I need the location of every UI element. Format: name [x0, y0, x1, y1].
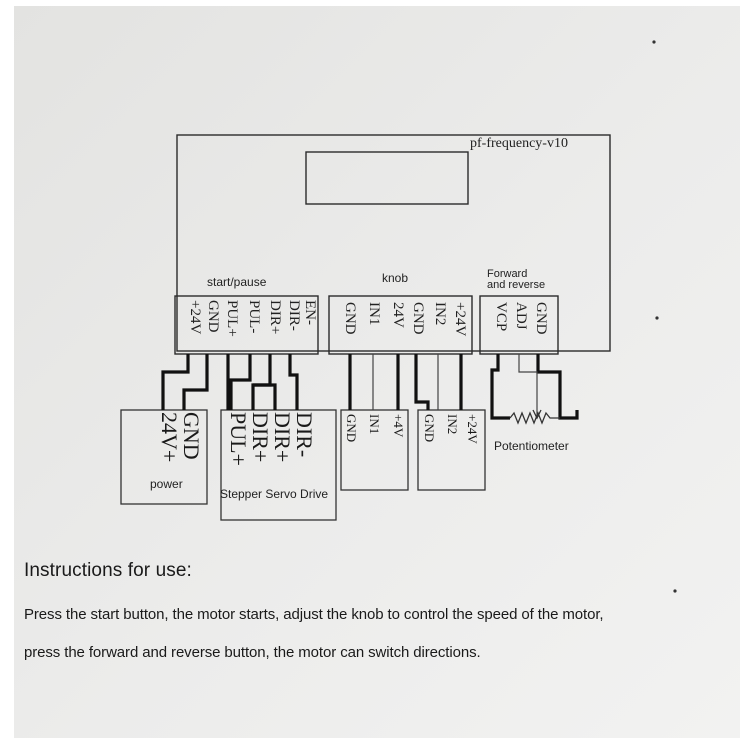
pin-label: DIR-: [286, 300, 302, 331]
wire-knob-gnd2: [414, 354, 430, 410]
potentiometer-wiper: [532, 409, 542, 420]
terminal-label: PUL+: [226, 412, 251, 466]
terminal-label: +4V: [391, 414, 406, 438]
instructions-body: Press the start button, the motor starts…: [24, 596, 744, 672]
terminal-label: DIR+: [248, 412, 273, 462]
header-knob: knob: [382, 271, 408, 285]
knob-pins: GND IN1 24V GND IN2 +24V: [342, 302, 468, 336]
instructions-block: Instructions for use: Press the start bu…: [24, 560, 744, 672]
pin-label: +24V: [452, 302, 468, 336]
wires: [161, 354, 579, 420]
pin-label: GND: [533, 302, 549, 335]
board-title: pf-frequency-v10: [470, 136, 568, 151]
wire-fr-vcp: [490, 354, 510, 420]
display-window: [305, 151, 469, 205]
wire-dir-minus: [288, 354, 299, 410]
wire-pul-minus: [229, 354, 252, 410]
terminal-label: GND: [344, 414, 359, 442]
driver-module: [220, 409, 337, 521]
header-start-pause: start/pause: [207, 275, 267, 289]
driver-label: Stepper Servo Drive: [220, 487, 328, 501]
wire-dir-plus-2: [253, 383, 277, 410]
pin-label: GND: [410, 302, 426, 335]
knob-connector: [328, 295, 473, 355]
pin-label: IN1: [366, 302, 382, 325]
potentiometer-label: Potentiometer: [494, 439, 569, 453]
paper-speck: [673, 589, 677, 593]
terminal-label: DIR+: [270, 412, 295, 462]
instructions-line-2: press the forward and reverse button, th…: [24, 644, 481, 661]
pin-label: ADJ: [513, 302, 529, 330]
start-pause-pins: +24V GND PUL+ PUL- DIR+ DIR- EN-: [187, 300, 318, 337]
paper-sheet: [14, 6, 740, 738]
terminal-label: IN1: [367, 414, 382, 434]
power-label: power: [150, 477, 183, 491]
pin-label: GND: [205, 300, 221, 333]
external-modules: [120, 409, 486, 521]
terminal-label: GND: [422, 414, 437, 442]
board-outline: [176, 134, 611, 352]
pin-label: 24V: [390, 302, 406, 328]
header-forward-reverse-2: and reverse: [487, 279, 545, 291]
pin-label: DIR+: [267, 300, 283, 334]
switch1-terminals: GND IN1 +4V: [344, 414, 406, 442]
pin-label: PUL-: [246, 300, 262, 333]
power-terminals: GND 24V+: [157, 412, 204, 462]
potentiometer-resistor: [509, 411, 560, 425]
fr-pins: VCP ADJ GND: [493, 302, 549, 335]
instructions-line-1: Press the start button, the motor starts…: [24, 606, 604, 623]
pin-label: IN2: [432, 302, 448, 325]
thin-wires: [372, 354, 538, 416]
header-forward-reverse-1: Forward: [487, 268, 527, 280]
pin-label: +24V: [187, 300, 203, 334]
switch2-terminals: GND IN2 +24V: [422, 414, 480, 444]
pin-label: EN-: [302, 300, 318, 325]
wire-fr-gnd: [536, 354, 579, 420]
wire-fr-adj: [518, 354, 538, 416]
wire-gnd: [182, 354, 209, 410]
paper-speck: [655, 316, 659, 320]
switch-module-1: [340, 409, 409, 491]
instructions-title: Instructions for use:: [24, 560, 192, 581]
pin-label: PUL+: [224, 300, 240, 337]
terminal-label: 24V+: [157, 412, 182, 462]
terminal-label: GND: [179, 412, 204, 460]
start-pause-connector: [174, 295, 319, 355]
pin-label: VCP: [493, 302, 509, 331]
terminal-label: DIR-: [292, 412, 317, 457]
wire-24v: [161, 354, 190, 410]
driver-terminals: PUL+ DIR+ DIR+ DIR-: [226, 412, 317, 466]
paper-speck: [652, 40, 656, 44]
pin-label: GND: [342, 302, 358, 335]
terminal-label: +24V: [465, 414, 480, 444]
terminal-label: IN2: [445, 414, 460, 434]
switch-module-2: [417, 409, 486, 491]
